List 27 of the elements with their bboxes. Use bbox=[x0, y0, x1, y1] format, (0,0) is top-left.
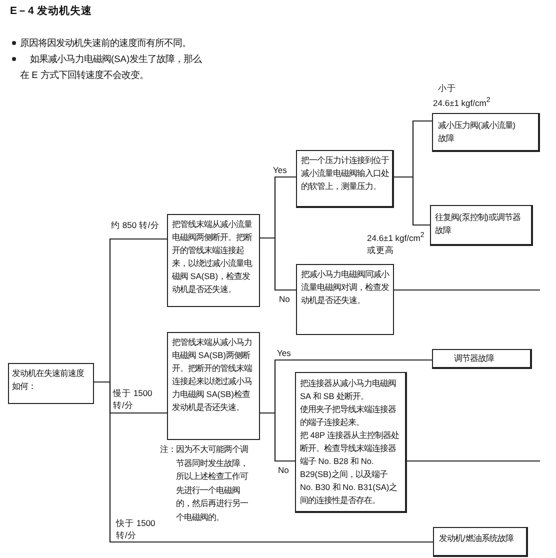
result-box: 发动机/燃油系统故障 bbox=[433, 527, 528, 557]
edge-label: Yes bbox=[273, 164, 287, 176]
connector-line bbox=[407, 460, 540, 462]
instruction-text: 把连接器从减小马力电磁阀 SA 和 SB 处断开。 bbox=[300, 377, 397, 403]
edge-label: No bbox=[278, 464, 289, 476]
edge-label: 约 850 转/分 bbox=[111, 219, 160, 231]
process-box: 把管线末端从减小流量电磁阀两侧断开。把断开的管线末端连接起来，以绕过减小流量电磁阀 SA(SB)，检查发动机是否还失速。 bbox=[167, 214, 260, 307]
question-box: 发动机在失速前速度如何： bbox=[8, 363, 94, 404]
edge-label: Yes bbox=[277, 347, 291, 359]
process-box: 把管线末端从减小马力电磁阀 SA(SB)两侧断开。把断开的管线末端连接起来以绕过减小马力电磁阀 SA(SB)检查发动机是否还失速。 bbox=[167, 332, 260, 440]
title: E－4 发动机失速 bbox=[10, 5, 92, 18]
edge-label: No bbox=[279, 293, 290, 305]
connector-line bbox=[260, 237, 296, 291]
result-box: 往复阀(泵控制)或调节器故障 bbox=[430, 205, 533, 246]
instruction-text: 把 48P 连接器从主控制器处断开。检查导线末端连接器端子 No. B28 和 No. B29(SB)之间，以及端子 No. B30 和 No. B31(SA)之间的连接性是否存在。 bbox=[300, 429, 400, 507]
bullet-text: 原因将因发动机失速前的速度而有所不同。 bbox=[20, 37, 192, 50]
connector-line bbox=[394, 176, 430, 226]
process-box: 把减小马力电磁阀同减小流量电磁阀对调，检查发动机是否还失速。 bbox=[296, 264, 394, 335]
connector-line bbox=[394, 289, 540, 291]
process-box: 把一个压力计连接到位于减小流量电磁阀输入口处的软管上，测量压力。 bbox=[296, 150, 394, 208]
connector-line bbox=[260, 412, 295, 462]
bullet-text: 如果减小马力电磁阀(SA)发生了故障，那么在 E 方式下回转速度不会改变。 bbox=[20, 53, 203, 82]
result-box: 调节器故障 bbox=[432, 349, 532, 369]
result-box: 减小压力阀(减小流量)故障 bbox=[432, 113, 540, 152]
edge-label: 24.6±1 kgf/cm$^{2}$ 或更高 bbox=[367, 229, 427, 256]
process-box bbox=[295, 372, 407, 513]
instruction-text: 使用夹子把导线末端连接器的端子连接起来。 bbox=[300, 403, 397, 429]
